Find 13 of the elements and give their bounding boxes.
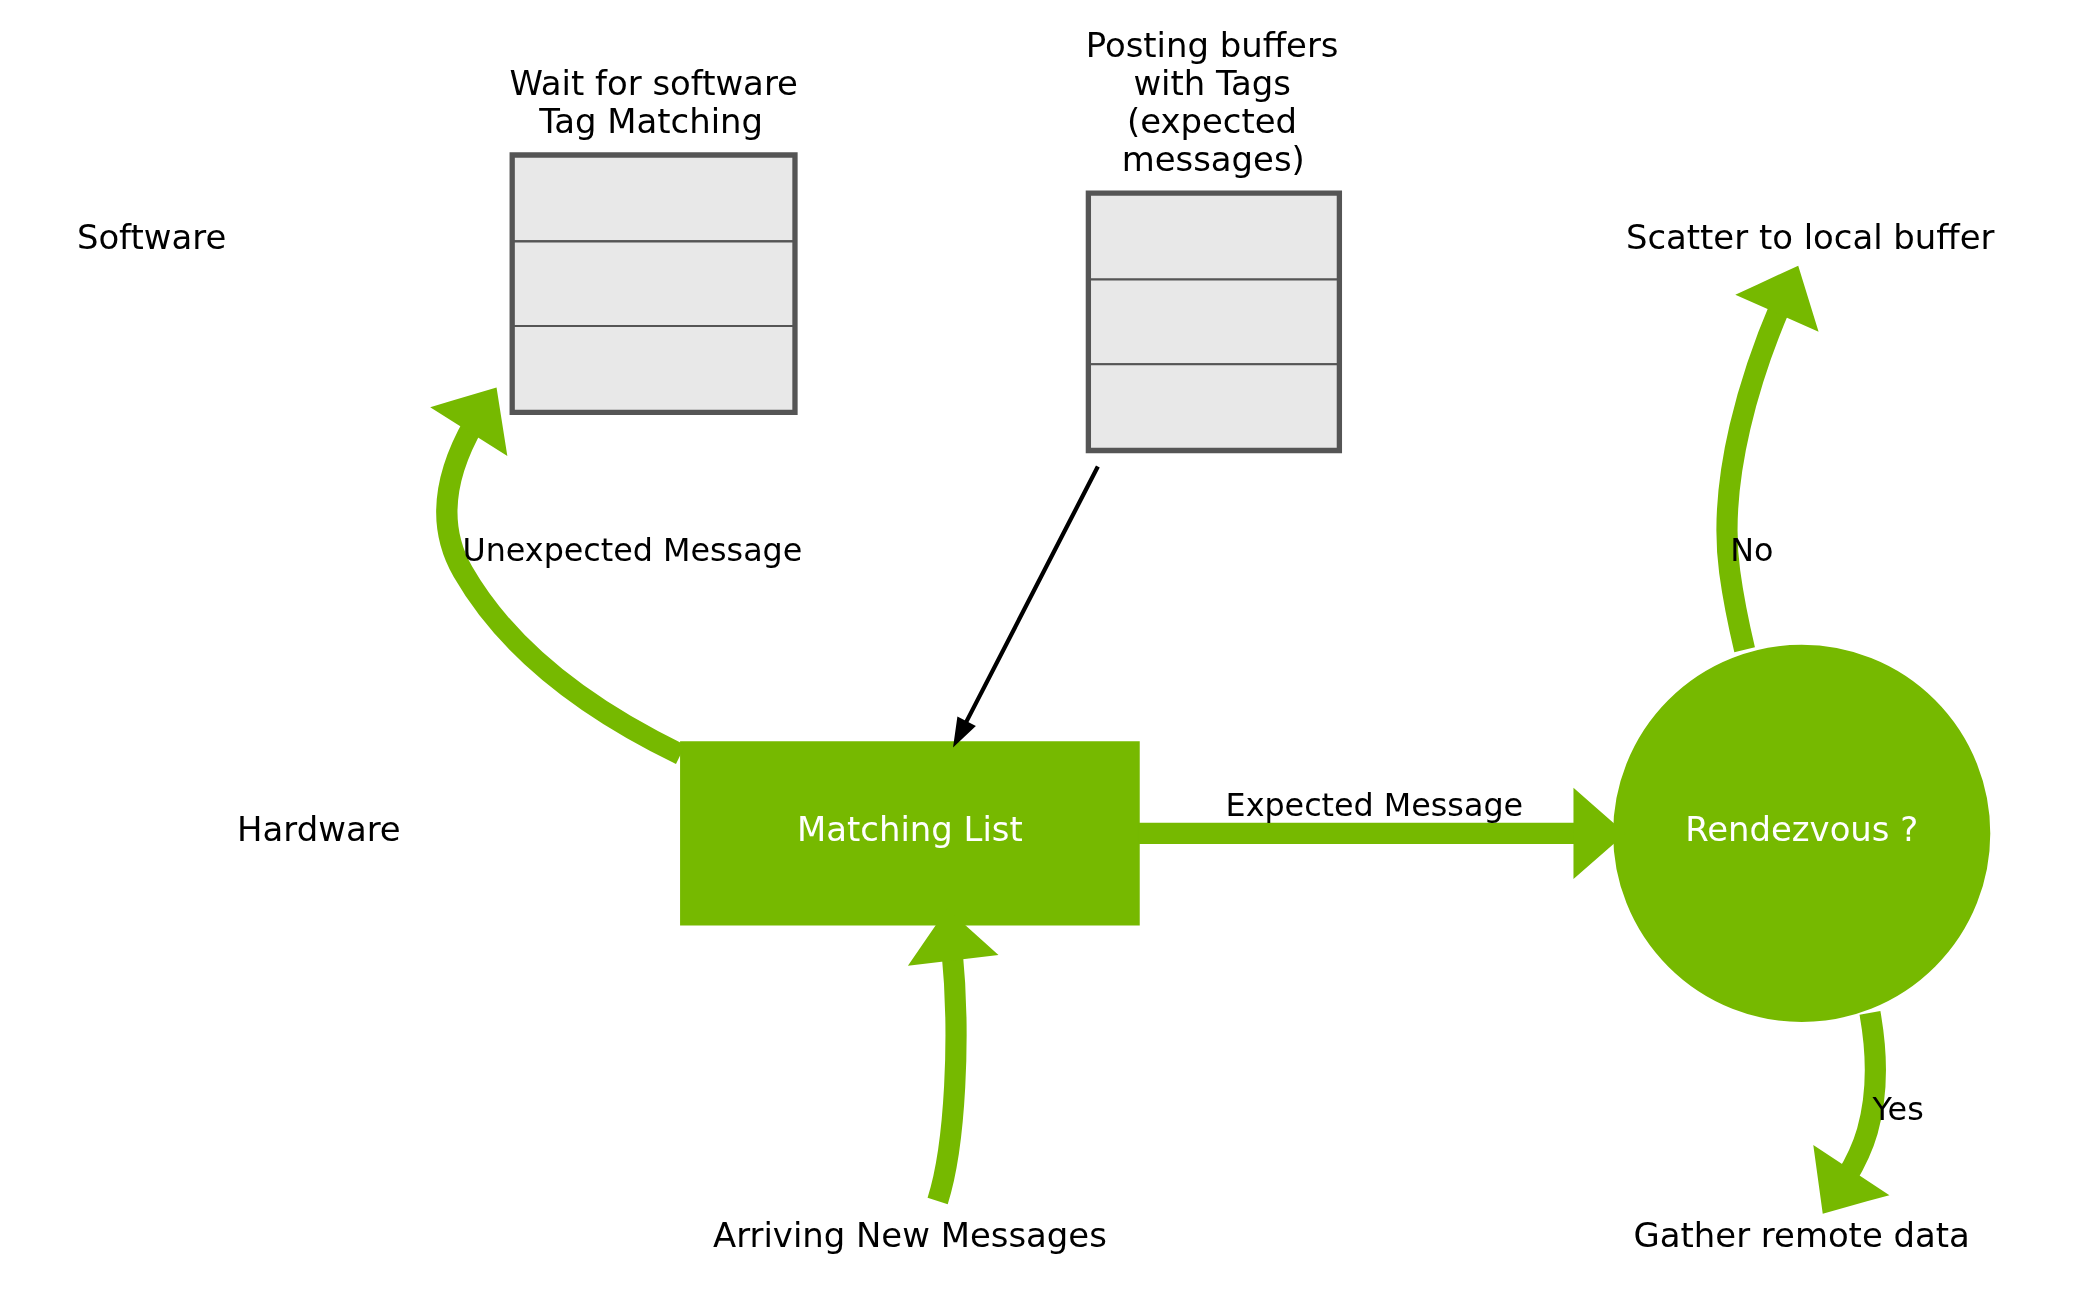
arrow — [1813, 1011, 1890, 1214]
arrow — [1716, 265, 1819, 653]
node-label: Posting buffers with Tags (expected messages) — [1085, 25, 1339, 179]
node-box: Matching List — [680, 741, 1140, 926]
label: Software — [76, 218, 227, 258]
label: Hardware — [237, 810, 401, 850]
edge-label: Unexpected Message — [462, 532, 803, 569]
node-text: Gather remote data — [1633, 1216, 1970, 1256]
node-label: Wait for software Tag Matching — [509, 63, 798, 141]
edge-label: Expected Message — [1225, 787, 1524, 824]
arrow — [953, 465, 1100, 748]
node-text: Arriving New Messages — [712, 1216, 1107, 1256]
node-text: Scatter to local buffer — [1625, 218, 1995, 258]
